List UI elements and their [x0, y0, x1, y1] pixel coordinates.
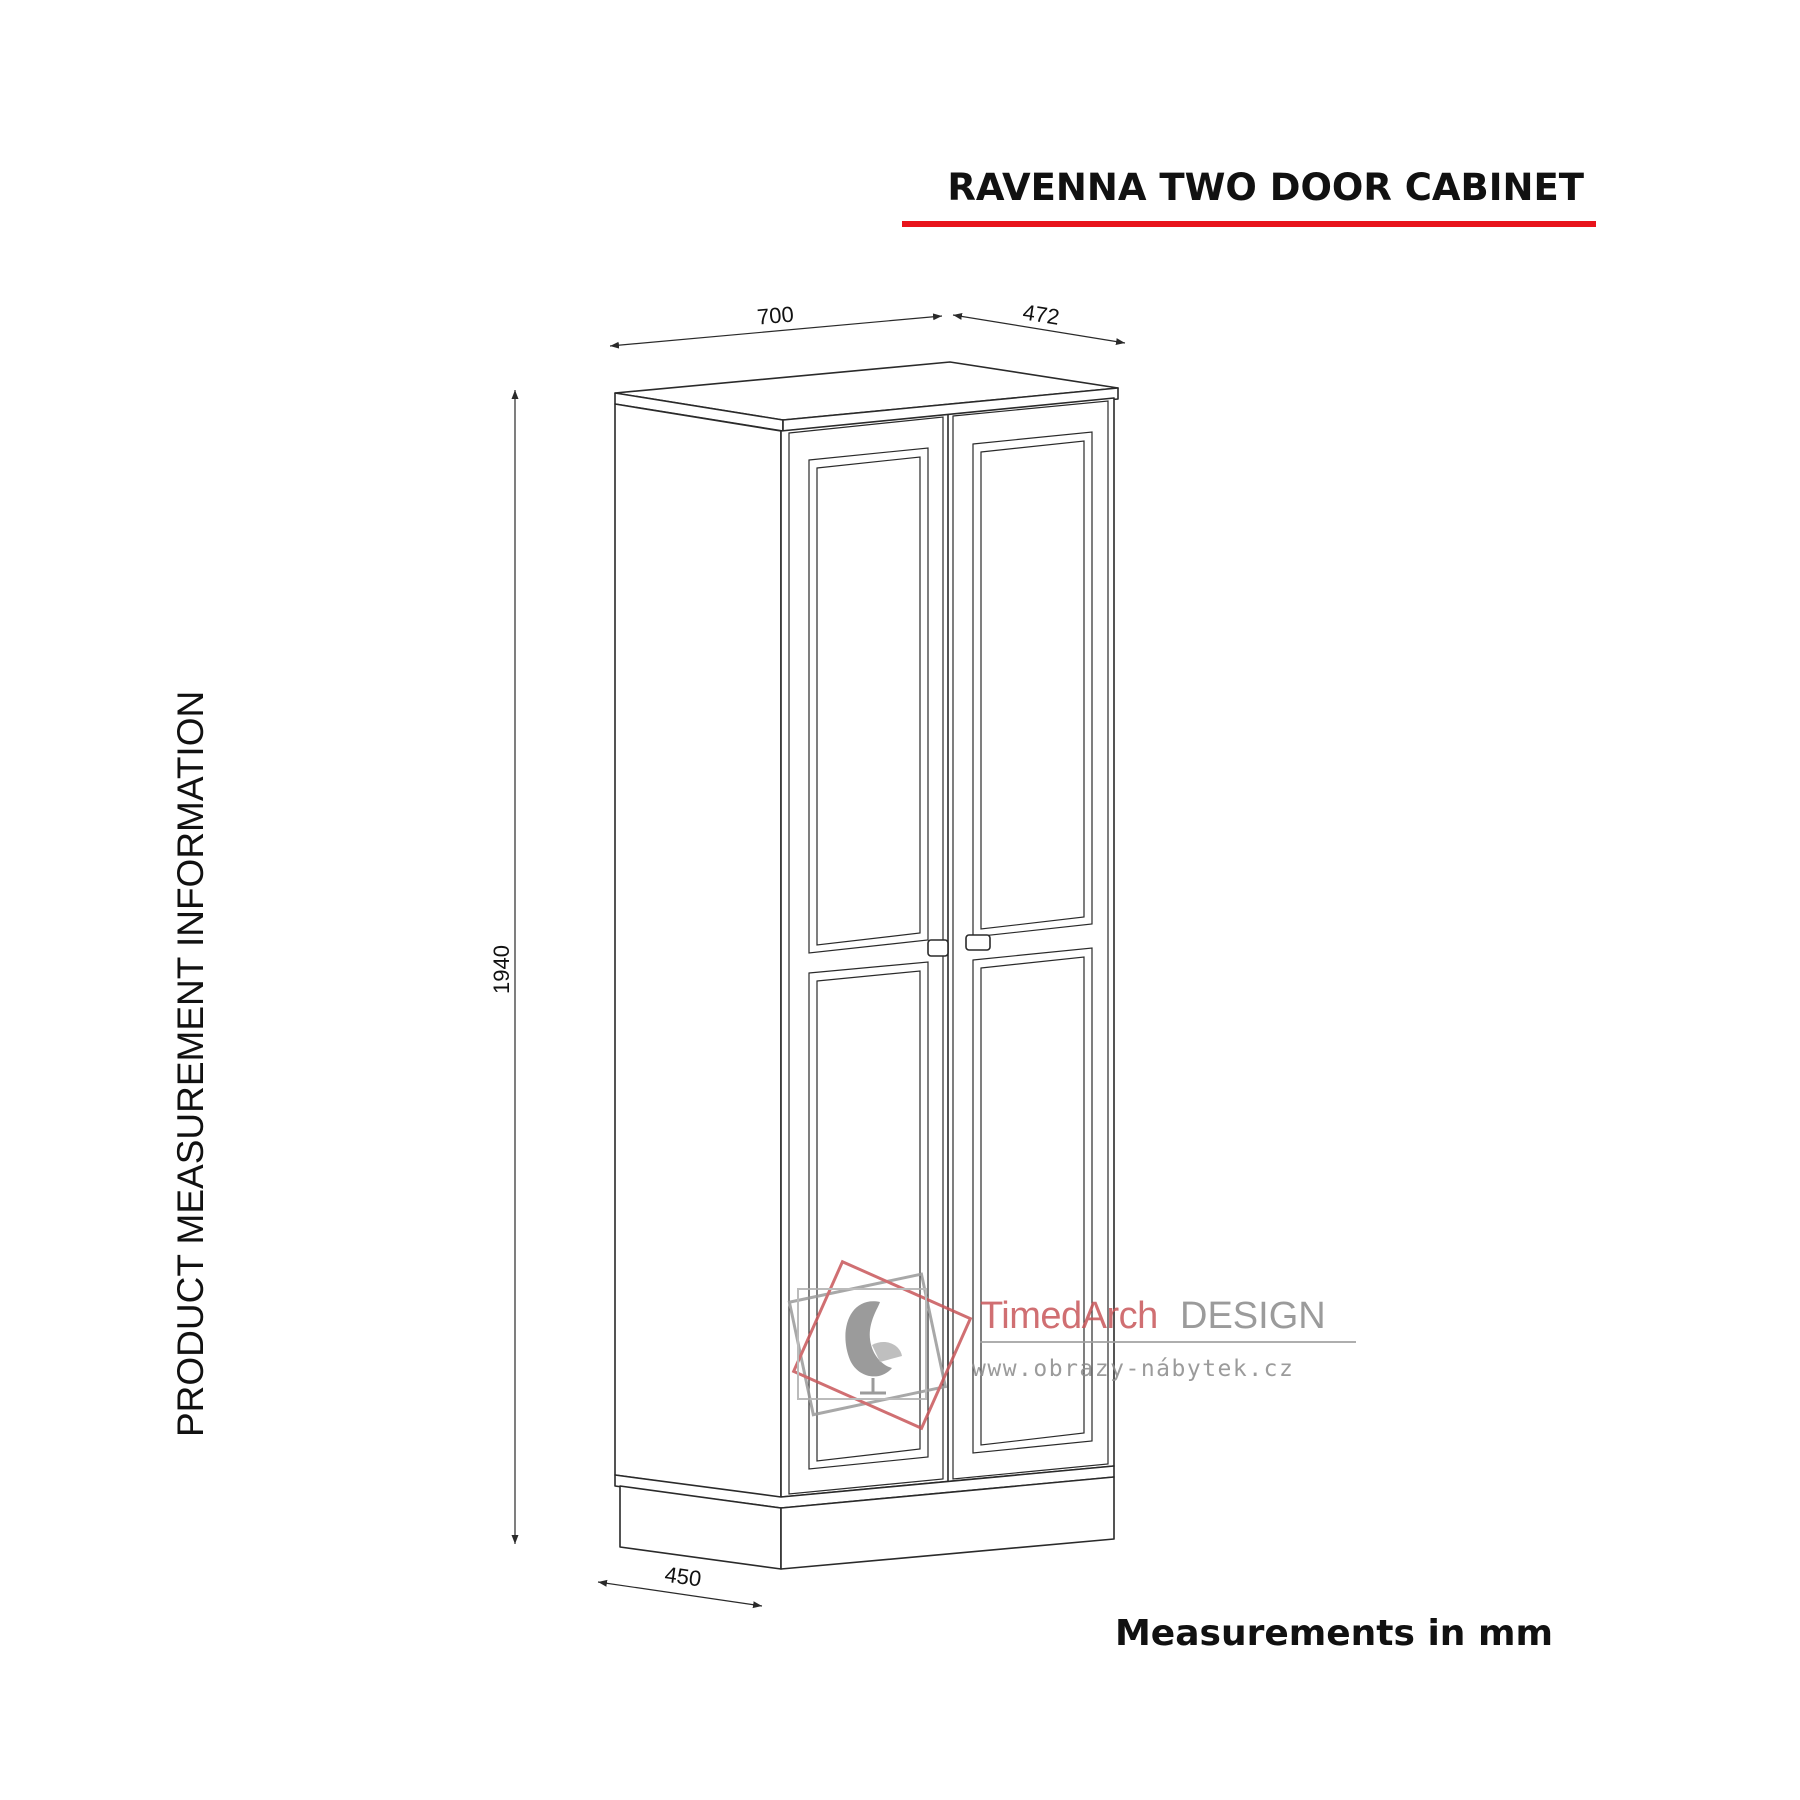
width-label: 700 — [756, 301, 795, 329]
height-dimension: 1940 — [489, 390, 519, 1544]
watermark-logo: TimedArch DESIGN www.obrazy-nábytek.cz — [787, 1259, 1356, 1431]
title-underline — [902, 221, 1596, 227]
cabinet-drawing — [614, 361, 1119, 1570]
side-heading: PRODUCT MEASUREMENT INFORMATION — [170, 691, 211, 1437]
watermark-brand-part1: TimedArch — [980, 1295, 1158, 1337]
footer-note: Measurements in mm — [1115, 1613, 1553, 1654]
plinth-front — [780, 1476, 1115, 1570]
right-door — [952, 400, 1109, 1480]
left-door-handle — [927, 939, 949, 957]
watermark-square-light — [797, 1288, 927, 1400]
cabinet-top-edge-right — [782, 387, 1119, 432]
depth-base-label: 450 — [663, 1562, 703, 1592]
watermark-brand-part2: DESIGN — [1180, 1295, 1326, 1337]
diagram-title: RAVENNA TWO DOOR CABINET — [947, 166, 1584, 209]
watermark-url: www.obrazy-nábytek.cz — [972, 1356, 1294, 1382]
right-door-handle — [965, 934, 991, 951]
depth-top-dimension: 472 — [952, 299, 1126, 346]
right-door-lower-panel — [972, 947, 1093, 1454]
left-door-upper-panel — [808, 447, 929, 954]
cabinet-side-panel — [614, 403, 782, 1499]
depth-base-dimension: 450 — [597, 1562, 763, 1609]
depth-top-label: 472 — [1021, 299, 1061, 329]
left-door — [788, 416, 944, 1495]
left-door-lower-panel — [808, 961, 929, 1470]
height-label: 1940 — [489, 945, 514, 994]
right-door-upper-panel — [972, 431, 1093, 938]
egg-chair-icon — [845, 1301, 902, 1395]
width-dimension: 700 — [609, 301, 943, 349]
